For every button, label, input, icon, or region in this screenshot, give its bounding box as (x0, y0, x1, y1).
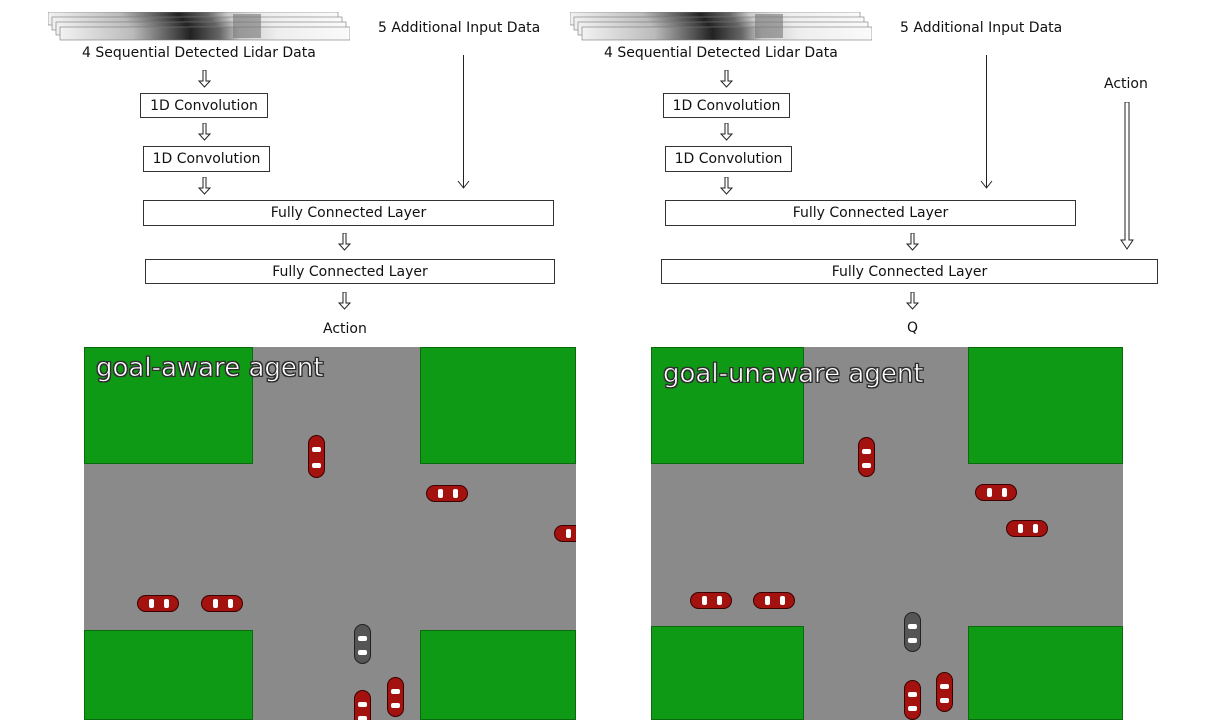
grass-block (968, 347, 1123, 464)
scene-title: goal-unaware agent (663, 359, 924, 390)
fully-connected-layer-1: Fully Connected Layer (143, 200, 554, 226)
down-arrow-icon (457, 55, 470, 189)
conv-layer-2: 1D Convolution (143, 146, 270, 172)
ego-car (904, 612, 921, 652)
car (975, 484, 1017, 501)
down-arrow-icon (338, 233, 351, 251)
conv-layer-1: 1D Convolution (663, 93, 790, 118)
down-arrow-icon (198, 177, 211, 195)
down-arrow-icon (198, 123, 211, 141)
car (1006, 520, 1048, 537)
lidar-input-label: 4 Sequential Detected Lidar Data (82, 45, 316, 61)
additional-input-label: 5 Additional Input Data (378, 20, 541, 36)
down-arrow-icon (720, 177, 733, 195)
conv-layer-2: 1D Convolution (665, 146, 792, 172)
down-arrow-icon (980, 55, 993, 189)
down-arrow-icon (1120, 102, 1134, 250)
fully-connected-layer-2: Fully Connected Layer (145, 259, 555, 284)
car (690, 592, 732, 609)
grass-block (84, 347, 253, 464)
fully-connected-layer-1: Fully Connected Layer (665, 200, 1076, 226)
grass-block (420, 347, 576, 464)
car (387, 677, 404, 717)
lidar-input-label: 4 Sequential Detected Lidar Data (604, 45, 838, 61)
car (308, 435, 325, 478)
car (858, 437, 875, 477)
network-output-label: Action (323, 321, 367, 337)
car (426, 485, 468, 502)
simulation-scene-goal-unaware: goal-unaware agent (651, 347, 1123, 720)
action-input-label: Action (1104, 76, 1148, 92)
grass-block (84, 630, 253, 720)
additional-input-label: 5 Additional Input Data (900, 20, 1063, 36)
car (354, 690, 371, 720)
fully-connected-layer-2: Fully Connected Layer (661, 259, 1158, 284)
car (753, 592, 795, 609)
lidar-strip-image (48, 12, 350, 41)
conv-layer-1: 1D Convolution (140, 93, 268, 118)
down-arrow-icon (198, 70, 211, 88)
grass-block (651, 626, 804, 720)
down-arrow-icon (720, 70, 733, 88)
car (554, 525, 576, 542)
car (904, 680, 921, 720)
down-arrow-icon (720, 123, 733, 141)
lidar-strip-image (570, 12, 872, 41)
ego-car (354, 624, 371, 664)
car (137, 595, 179, 612)
grass-block (968, 626, 1123, 720)
grass-block (651, 347, 804, 464)
car (201, 595, 243, 612)
simulation-scene-goal-aware: goal-aware agent (84, 347, 576, 720)
car (936, 672, 953, 712)
down-arrow-icon (338, 292, 351, 310)
scene-title: goal-aware agent (96, 353, 324, 384)
down-arrow-icon (906, 233, 919, 251)
down-arrow-icon (906, 292, 919, 310)
grass-block (420, 630, 576, 720)
network-output-label: Q (907, 320, 919, 336)
